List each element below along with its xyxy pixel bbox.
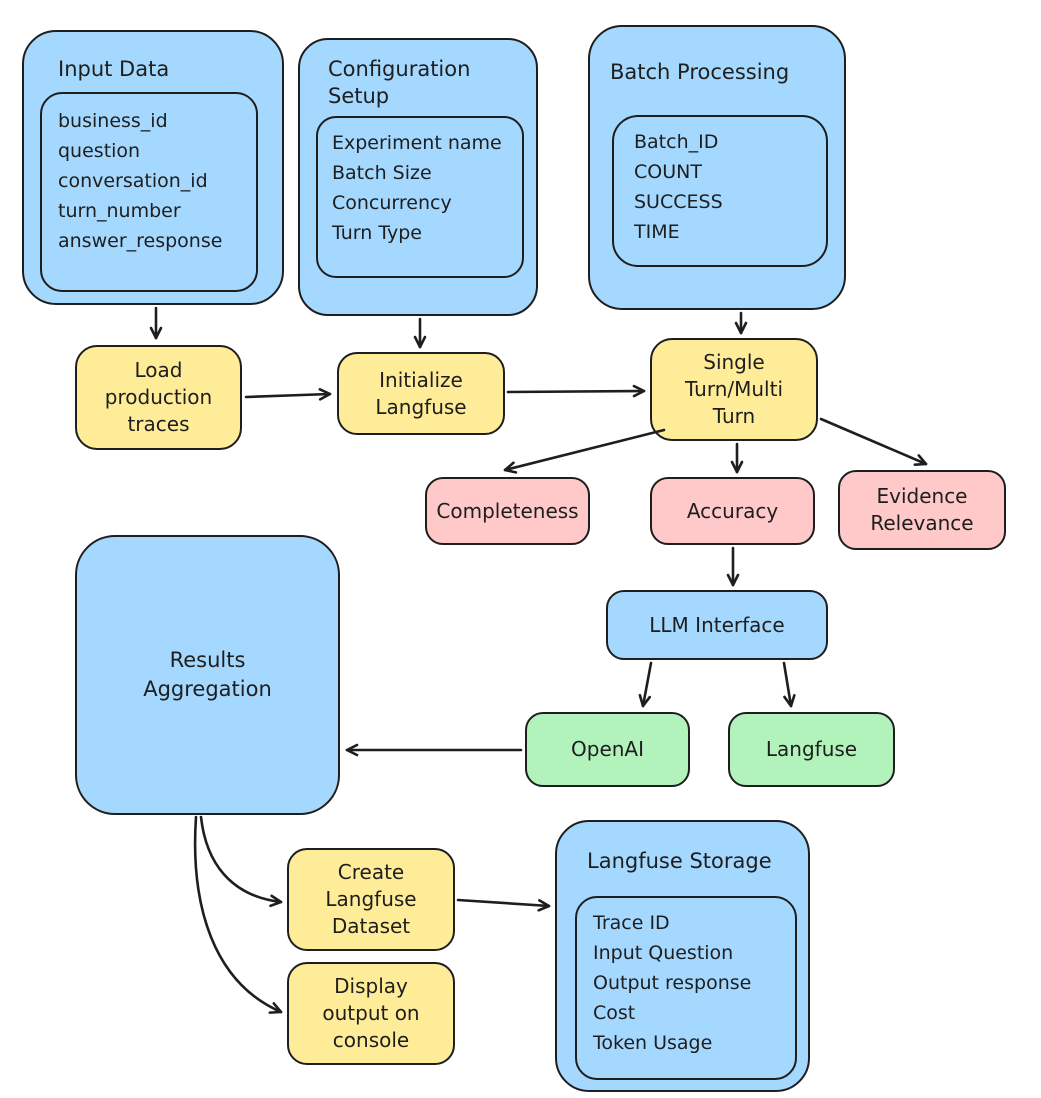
node-langfuse: Langfuse bbox=[728, 712, 895, 787]
field-item: Output response bbox=[593, 972, 752, 994]
arrow-create-dataset-to-langfuse-storage bbox=[456, 898, 551, 912]
configuration-setup-fields: Experiment name Batch Size Concurrency T… bbox=[318, 118, 522, 258]
field-item: Turn Type bbox=[332, 222, 422, 244]
configuration-setup-inner-box: Experiment name Batch Size Concurrency T… bbox=[316, 116, 524, 278]
node-create-langfuse-dataset: Create Langfuse Dataset bbox=[287, 848, 455, 951]
arrow-llm-interface-to-openai bbox=[638, 661, 653, 708]
results-aggregation-label: Results Aggregation bbox=[143, 647, 272, 701]
field-item: Batch Size bbox=[332, 162, 432, 184]
node-results-aggregation: Results Aggregation bbox=[75, 535, 340, 815]
field-item: business_id bbox=[58, 110, 168, 132]
field-item: turn_number bbox=[58, 200, 181, 222]
field-item: TIME bbox=[634, 221, 680, 243]
field-item: conversation_id bbox=[58, 170, 208, 192]
field-item: Cost bbox=[593, 1002, 636, 1024]
input-data-fields: business_id question conversation_id tur… bbox=[42, 94, 256, 268]
node-input-data: Input Data business_id question conversa… bbox=[22, 30, 284, 305]
arrow-single-turn-to-completeness bbox=[503, 428, 666, 474]
langfuse-storage-fields: Trace ID Input Question Output response … bbox=[577, 898, 795, 1068]
arrow-llm-interface-to-langfuse bbox=[782, 661, 796, 708]
input-data-title: Input Data bbox=[58, 57, 170, 81]
node-display-output-console: Display output on console bbox=[287, 962, 455, 1065]
field-item: Batch_ID bbox=[634, 131, 719, 153]
node-single-multi-turn: Single Turn/Multi Turn bbox=[650, 338, 818, 441]
configuration-setup-title: Configuration Setup bbox=[328, 57, 471, 109]
arrow-initialize-langfuse-to-single-turn bbox=[506, 384, 646, 398]
arrow-load-traces-to-initialize-langfuse bbox=[244, 388, 332, 401]
node-evidence-relevance: Evidence Relevance bbox=[838, 470, 1006, 550]
field-item: Experiment name bbox=[332, 132, 502, 154]
node-initialize-langfuse: Initialize Langfuse bbox=[337, 352, 505, 435]
field-item: COUNT bbox=[634, 161, 702, 183]
node-accuracy: Accuracy bbox=[650, 477, 815, 545]
field-item: Token Usage bbox=[593, 1032, 713, 1054]
field-item: Trace ID bbox=[593, 912, 670, 934]
field-item: SUCCESS bbox=[634, 191, 723, 213]
batch-processing-inner-box: Batch_ID COUNT SUCCESS TIME bbox=[612, 115, 828, 267]
node-configuration-setup: Configuration Setup Experiment name Batc… bbox=[298, 38, 538, 316]
field-item: Concurrency bbox=[332, 192, 452, 214]
arrow-single-turn-to-evidence-relevance bbox=[819, 417, 928, 466]
node-langfuse-storage: Langfuse Storage Trace ID Input Question… bbox=[555, 820, 810, 1092]
input-data-inner-box: business_id question conversation_id tur… bbox=[40, 92, 258, 292]
field-item: answer_response bbox=[58, 230, 223, 252]
node-openai: OpenAI bbox=[525, 712, 690, 787]
batch-processing-title: Batch Processing bbox=[610, 60, 790, 84]
field-item: Input Question bbox=[593, 942, 734, 964]
node-batch-processing: Batch Processing Batch_ID COUNT SUCCESS … bbox=[588, 25, 846, 310]
batch-processing-fields: Batch_ID COUNT SUCCESS TIME bbox=[614, 117, 826, 257]
arrow-results-to-display-console bbox=[193, 815, 283, 1014]
node-completeness: Completeness bbox=[425, 477, 590, 545]
arrow-results-to-create-dataset bbox=[199, 815, 283, 908]
node-llm-interface: LLM Interface bbox=[606, 590, 828, 660]
langfuse-storage-title: Langfuse Storage bbox=[587, 849, 772, 873]
langfuse-storage-inner-box: Trace ID Input Question Output response … bbox=[575, 896, 797, 1080]
field-item: question bbox=[58, 140, 141, 162]
node-load-production-traces: Load production traces bbox=[75, 345, 242, 450]
